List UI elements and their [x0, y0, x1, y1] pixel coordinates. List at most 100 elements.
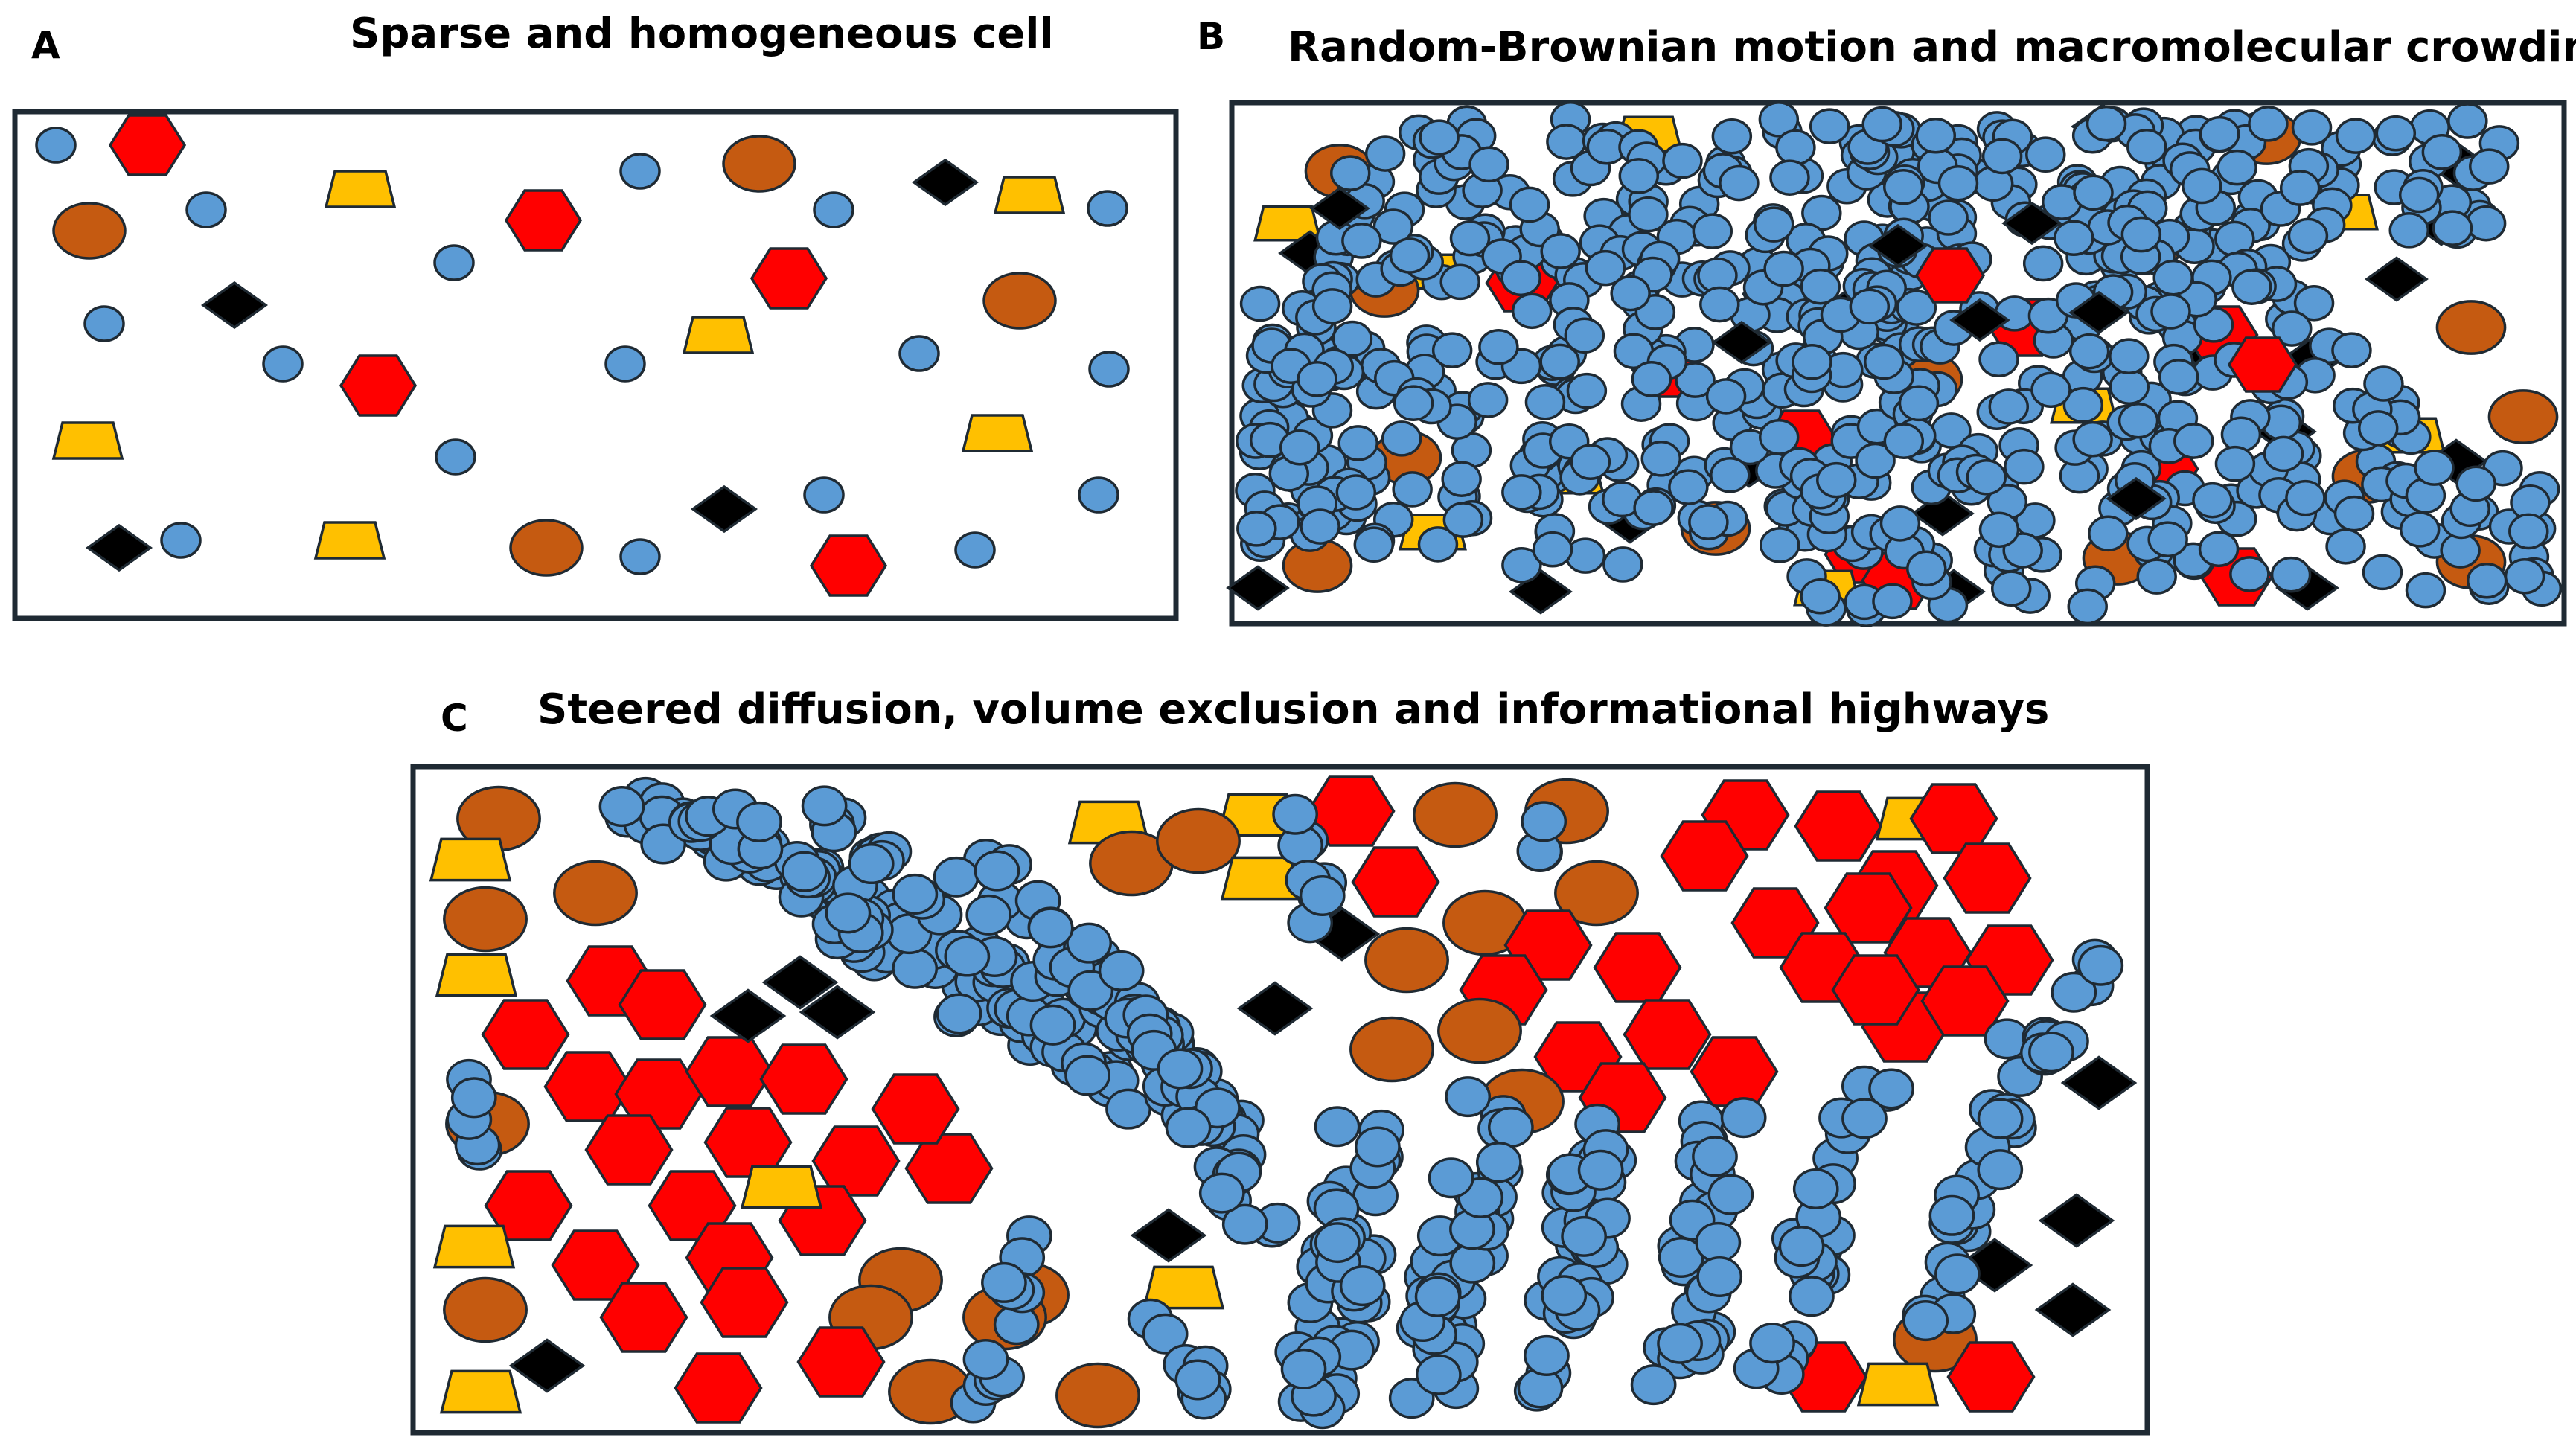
small-circle-particle [2062, 386, 2104, 423]
small-circle-particle [2504, 558, 2545, 595]
small-circle-particle [1299, 874, 1346, 916]
oval-particle [1349, 1016, 1434, 1083]
small-circle-particle [1990, 570, 2032, 607]
small-circle-particle [1501, 547, 1542, 583]
small-circle-particle [1758, 101, 1800, 138]
small-circle-particle [1441, 461, 1482, 497]
small-circle-particle [2199, 115, 2240, 153]
small-circle-particle [1872, 583, 1913, 620]
hexagon-particle [1660, 820, 1749, 892]
hexagon-particle [796, 1326, 886, 1398]
small-circle-particle [2022, 245, 2064, 282]
small-circle-particle [1561, 1215, 1607, 1257]
hexagon-particle [759, 1043, 848, 1115]
small-circle-particle [1692, 213, 1733, 249]
oval-particle [982, 272, 1057, 330]
small-circle-particle [1711, 118, 1753, 155]
small-circle-particle [1928, 1194, 1975, 1236]
small-circle-particle [1628, 196, 1669, 233]
small-circle-particle [1778, 1226, 1825, 1267]
small-circle-particle [1759, 419, 1800, 455]
small-circle-particle [1339, 1265, 1386, 1307]
small-circle-particle [1236, 511, 1277, 547]
small-circle-particle [2051, 971, 2097, 1013]
small-circle-particle [1314, 1106, 1361, 1148]
small-circle-particle [2279, 170, 2321, 206]
small-circle-particle [1511, 292, 1553, 330]
small-circle-particle [1977, 1149, 2024, 1191]
small-circle-particle [1937, 164, 1979, 202]
small-circle-particle [813, 191, 854, 228]
small-circle-particle [604, 345, 646, 383]
small-circle-particle [1414, 1276, 1461, 1317]
small-circle-particle [1978, 341, 2019, 378]
small-circle-particle [933, 856, 979, 898]
diamond-particle [911, 158, 979, 207]
small-circle-particle [1500, 260, 1541, 297]
oval-particle [1055, 1362, 1140, 1429]
small-circle-particle [2086, 105, 2127, 142]
small-circle-particle [2067, 588, 2108, 625]
small-circle-particle [1630, 1364, 1677, 1406]
hexagon-particle [618, 969, 707, 1040]
small-circle-particle [1565, 537, 1606, 574]
hexagon-particle [551, 1229, 640, 1301]
small-circle-particle [801, 785, 848, 827]
small-circle-particle [2335, 118, 2377, 154]
small-circle-particle [2432, 210, 2473, 246]
trapezoid-particle [432, 1224, 516, 1269]
small-circle-particle [2182, 167, 2222, 205]
small-circle-particle [1754, 206, 1794, 243]
small-circle-particle [1707, 1174, 1754, 1215]
hexagon-particle [599, 1282, 688, 1353]
hexagon-particle [1914, 247, 1986, 304]
small-circle-particle [892, 873, 939, 915]
small-circle-particle [1849, 288, 1891, 325]
small-circle-particle [35, 127, 77, 164]
small-circle-particle [1988, 388, 2030, 425]
trapezoid-particle [313, 521, 386, 560]
small-circle-particle [2333, 495, 2375, 532]
small-circle-particle [1332, 320, 1373, 357]
small-circle-particle [1442, 502, 1484, 538]
small-circle-particle [2054, 220, 2094, 257]
oval-particle [1413, 781, 1498, 848]
small-circle-particle [2362, 554, 2403, 591]
diamond-particle [2060, 1055, 2138, 1110]
small-circle-particle [1280, 1348, 1327, 1389]
diamond-particle [709, 988, 787, 1043]
small-circle-particle [1668, 469, 1709, 505]
small-circle-particle [1966, 459, 2007, 496]
hexagon-particle [1946, 1341, 2036, 1413]
panel-c-letter: C [441, 697, 468, 740]
panel-a-letter: A [31, 24, 60, 67]
small-circle-particle [1364, 135, 1406, 172]
small-circle-particle [1879, 505, 1921, 542]
small-circle-particle [2398, 176, 2440, 214]
small-circle-particle [1898, 385, 1940, 422]
hexagon-particle [584, 1114, 674, 1186]
small-circle-particle [1353, 526, 1395, 563]
small-circle-particle [2030, 371, 2071, 409]
small-circle-particle [2508, 513, 2549, 550]
small-circle-particle [619, 538, 661, 575]
small-circle-particle [1337, 425, 1378, 461]
small-circle-particle [1087, 190, 1128, 227]
panel-b-letter: B [1197, 15, 1225, 58]
small-circle-particle [1467, 382, 1509, 418]
hexagon-particle [674, 1352, 763, 1424]
small-circle-particle [2147, 521, 2188, 557]
small-circle-particle [433, 244, 475, 281]
small-circle-particle [1341, 223, 1382, 259]
hexagon-particle [809, 534, 888, 597]
trapezoid-particle [961, 414, 1034, 452]
small-circle-particle [2120, 216, 2162, 253]
small-circle-particle [1165, 1107, 1212, 1148]
hexagon-particle [750, 247, 828, 310]
trapezoid-particle [1142, 1265, 1225, 1310]
small-circle-particle [1066, 922, 1113, 964]
small-circle-particle [1221, 1203, 1268, 1245]
diamond-particle [2001, 201, 2062, 246]
small-circle-particle [2469, 148, 2510, 185]
small-circle-particle [1800, 578, 1841, 615]
